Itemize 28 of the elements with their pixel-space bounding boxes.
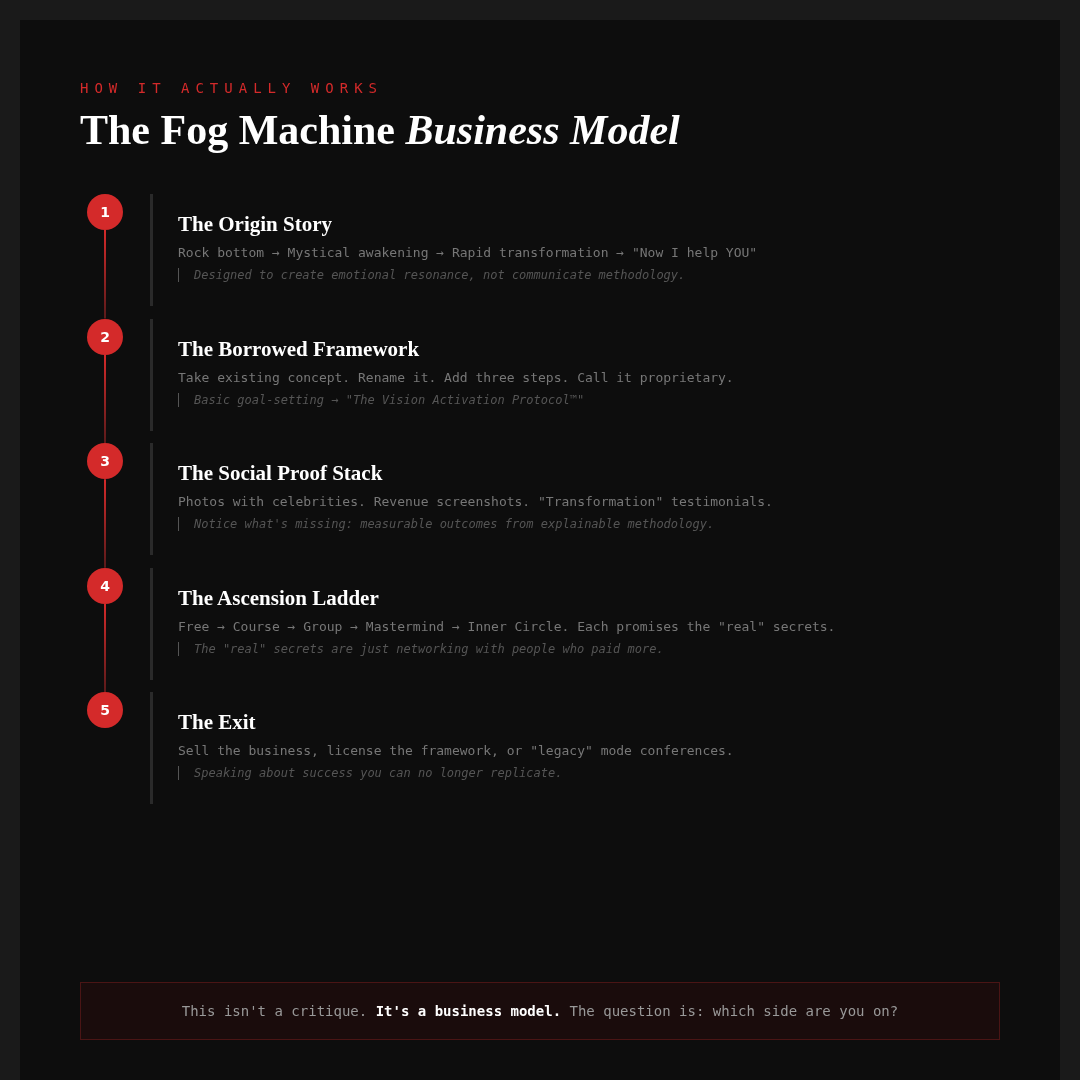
connector-line [104, 478, 106, 569]
card-heading: The Origin Story [178, 212, 333, 237]
card-description: Free → Course → Group → Mastermind → Inner Circle. Each promises the "real" secrets. [178, 618, 837, 634]
connector-line [104, 602, 106, 694]
callout-banner [80, 982, 1000, 1040]
card-description: Take existing concept. Rename it. Add three steps. Call it proprietary. [178, 369, 735, 385]
card-heading: The Exit [178, 710, 257, 736]
card-note: Designed to create emotional resonance, not communicate methodology. [178, 268, 1010, 282]
card-description: Photos with celebrities. Revenue screenshots. "Transformation" testimonials. [178, 494, 774, 510]
card-note: The "real" secrets are just networking with people who paid more. [178, 641, 1010, 656]
card-heading: The Borrowed Framework [178, 336, 421, 362]
card-note: Notice what's missing: measurable outcomes from explainable methodology. [178, 517, 1010, 532]
card-heading: The Ascension Ladder [178, 585, 380, 611]
card-description: Rock bottom → Mystical awakening → Rapid transformation → "Now I help YOU" [178, 245, 759, 260]
connector-line [104, 353, 106, 445]
card-description: Sell the business, license the framework, or "legacy" mode conferences. [178, 743, 735, 759]
kicker-text: HOW IT ACTUALLY WORKS [80, 80, 383, 96]
card-heading: The Social Proof Stack [178, 461, 384, 487]
step-number-circle: 2 [87, 318, 123, 355]
step-number-circle: 3 [87, 443, 123, 480]
step-number-circle: 1 [87, 194, 123, 230]
title-heading: The Fog Machine Business Model [80, 106, 680, 154]
card-note: Basic goal-setting → "The Vision Activation Protocol™" [178, 392, 1010, 407]
step-number-circle: 4 [87, 567, 123, 604]
connector-line [104, 229, 106, 320]
callout-text: This isn't a critique. It's a business model. The question is: which side are you on? [181, 1003, 899, 1019]
card-note: Speaking about success you can no longer replicate. [178, 766, 1010, 781]
step-number-circle: 5 [87, 692, 123, 729]
